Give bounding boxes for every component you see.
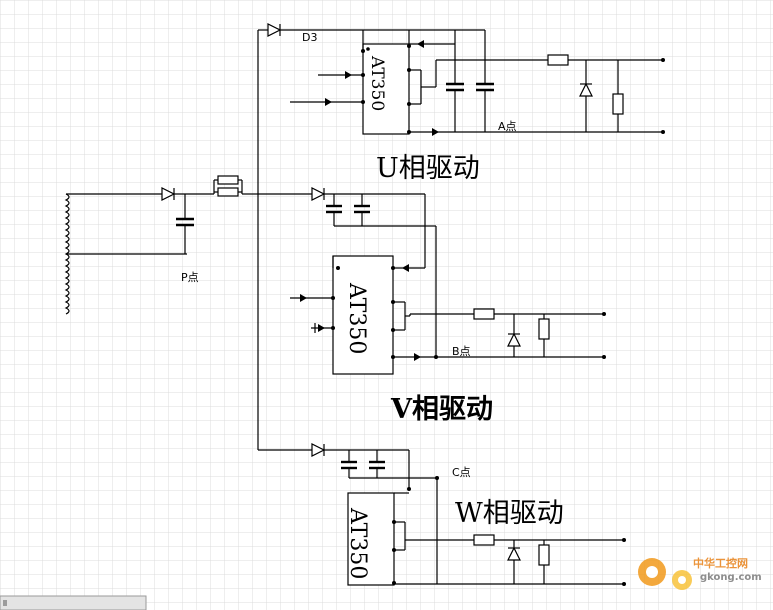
label-b-point: B点 xyxy=(452,345,471,358)
w-phase-driver: C点 AT350 W相驱动 xyxy=(258,443,626,586)
label-c-point: C点 xyxy=(452,466,471,479)
watermark-name: 中华工控网 xyxy=(693,556,748,570)
label-p-point: P点 xyxy=(181,271,199,284)
title-u-phase: U相驱动 xyxy=(376,153,480,184)
u-shunt-resistor xyxy=(612,93,624,115)
watermark-url: gkong.com xyxy=(700,572,762,583)
chip-w-label: AT350 xyxy=(345,507,370,579)
horizontal-scrollbar[interactable] xyxy=(0,595,147,610)
v-resistor xyxy=(473,308,495,320)
input-section: P点 xyxy=(64,175,258,315)
chip-v xyxy=(332,255,394,375)
chip-v-label: AT350 xyxy=(344,282,369,354)
title-v-phase: V相驱动 xyxy=(390,394,493,425)
u-phase-driver: D3 AT350 xyxy=(258,23,665,184)
u-resistor xyxy=(547,54,569,66)
chip-u xyxy=(362,43,410,135)
fuse-bottom xyxy=(217,187,239,197)
label-d3: D3 xyxy=(302,31,317,44)
chip-u-label: AT350 xyxy=(367,55,387,111)
fuse-top xyxy=(217,175,239,185)
label-a-point: A点 xyxy=(498,120,517,133)
w-resistor xyxy=(473,534,495,546)
title-w-phase: W相驱动 xyxy=(455,498,564,529)
gkong-watermark: 中华工控网 gkong.com xyxy=(638,556,762,590)
w-shunt-resistor xyxy=(538,544,550,566)
chip-w xyxy=(347,492,395,586)
v-shunt-resistor xyxy=(538,318,550,340)
v-phase-driver: AT350 B点 xyxy=(258,187,606,425)
